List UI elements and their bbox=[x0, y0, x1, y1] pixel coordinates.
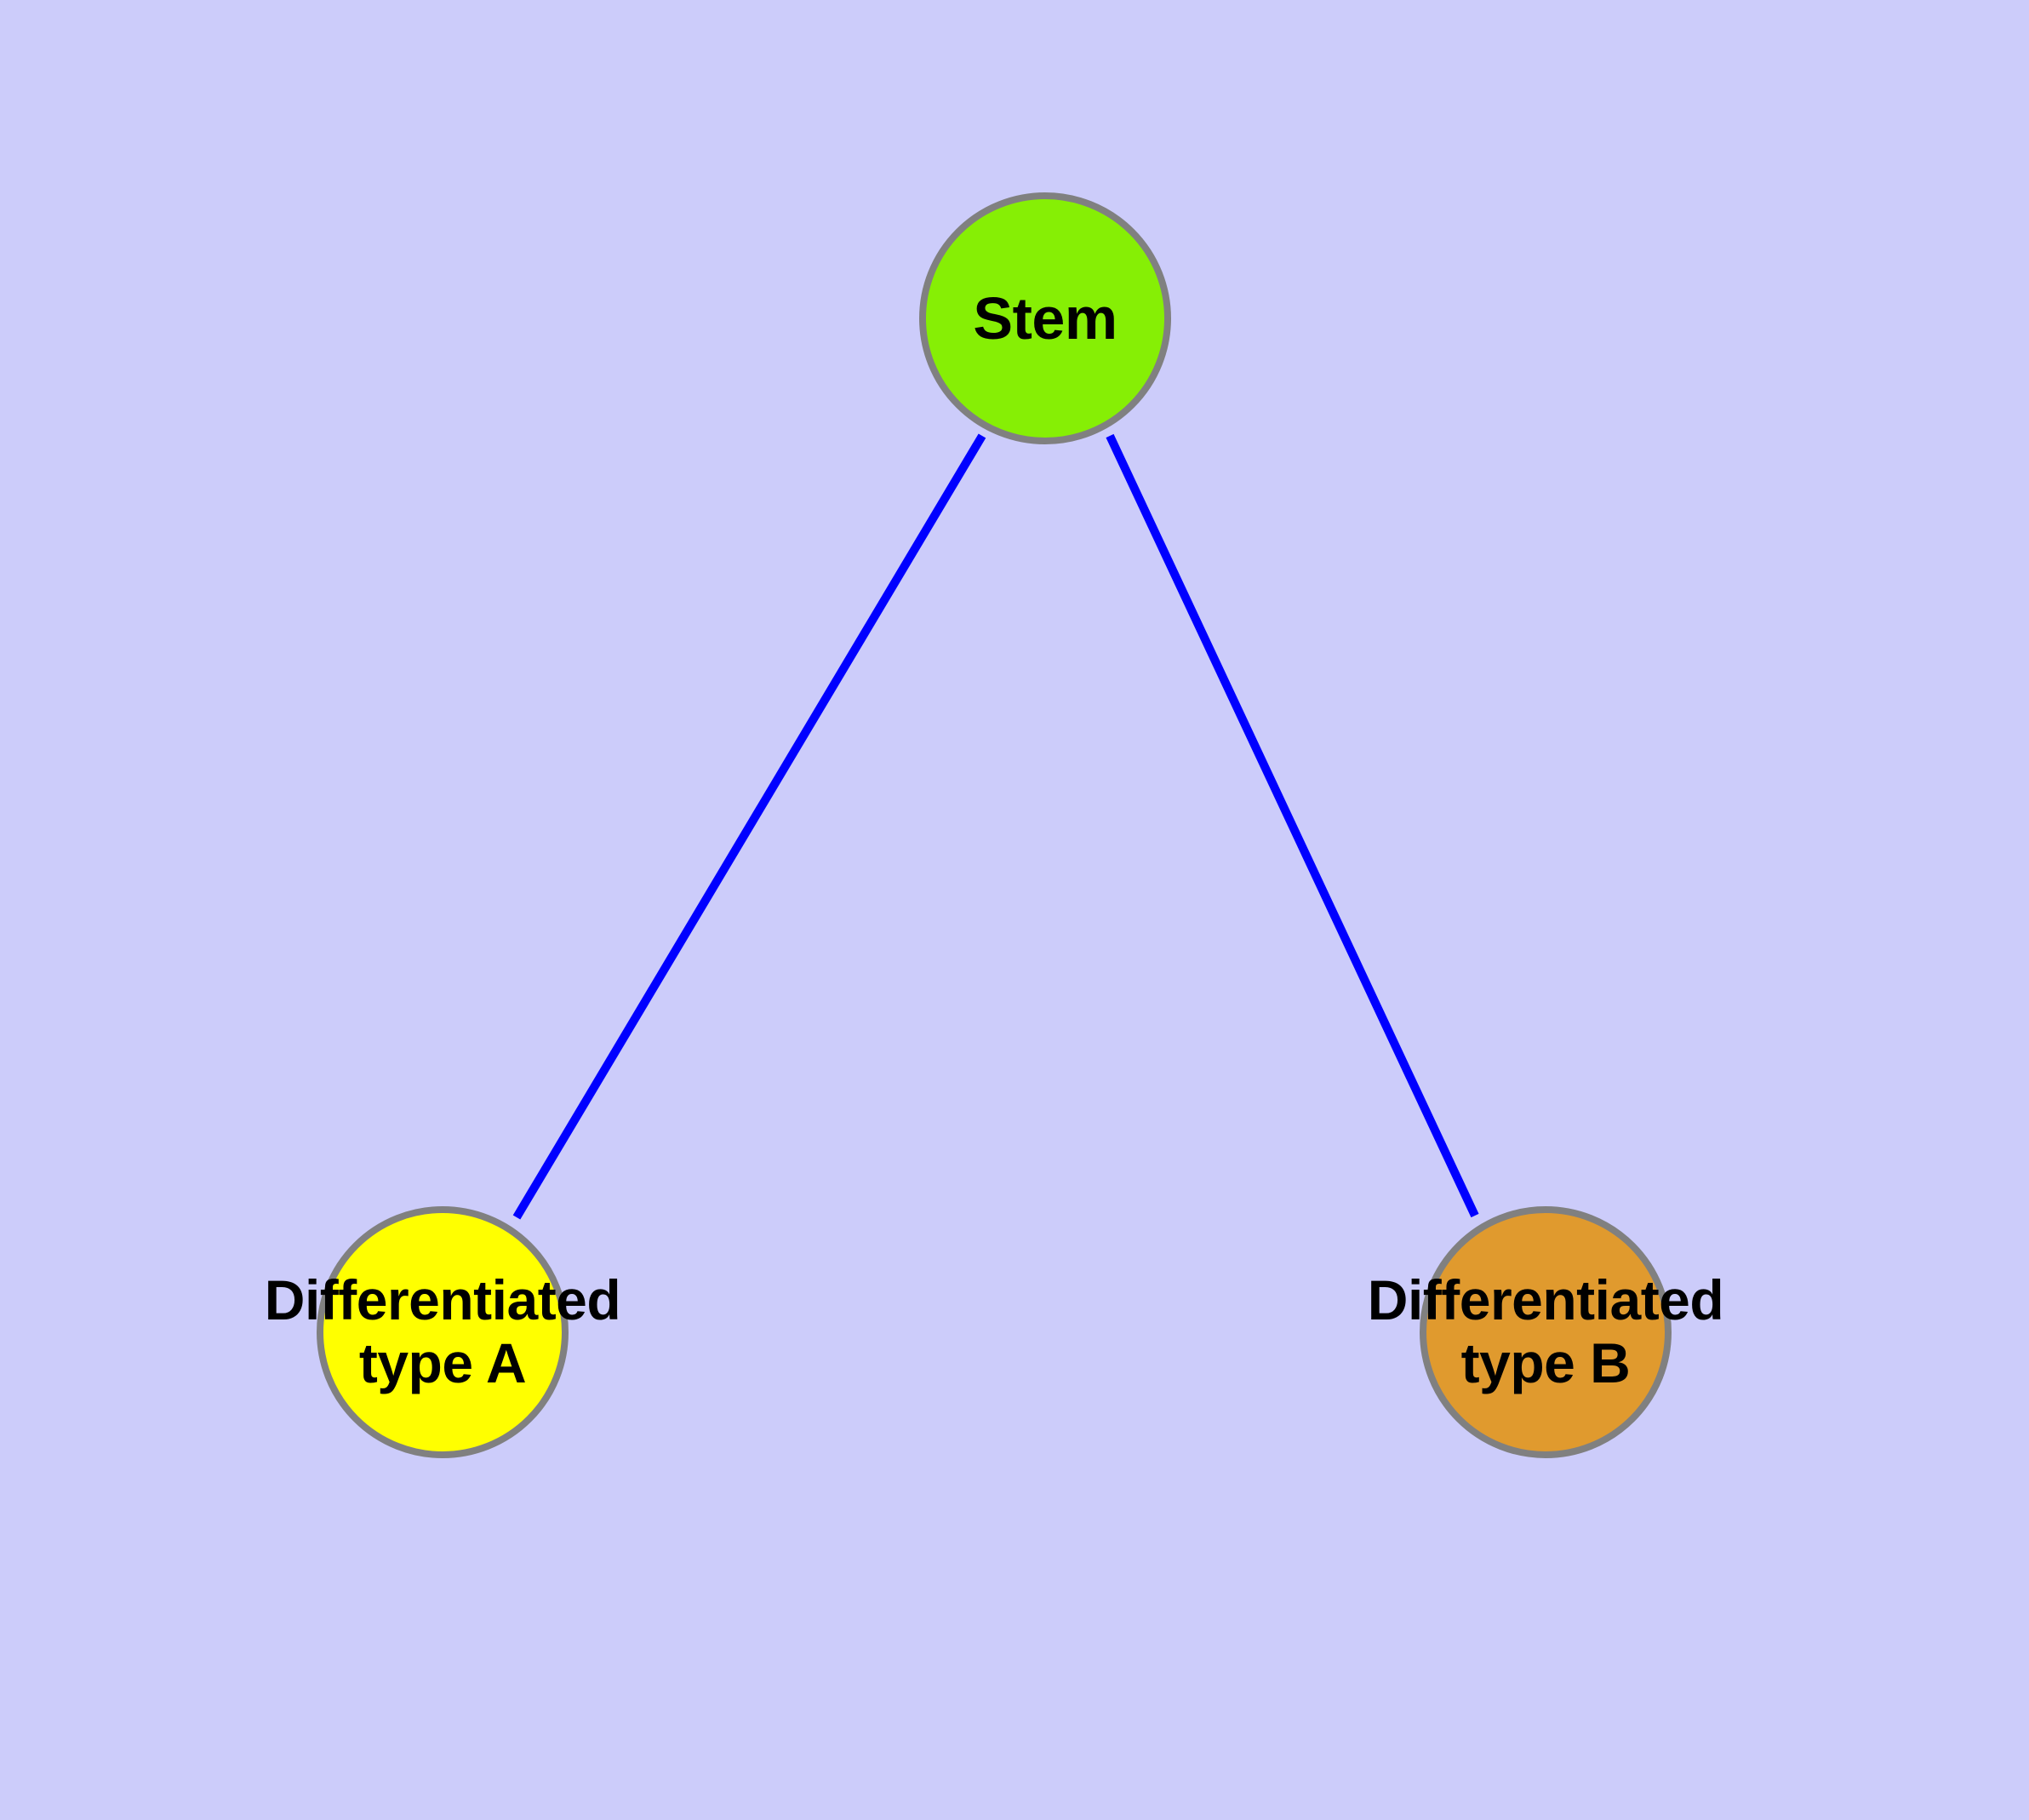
node-differentiated-type-a[interactable] bbox=[317, 1206, 569, 1458]
node-differentiated-type-b[interactable] bbox=[1420, 1206, 1672, 1458]
edge-stem-to-differentiated-type-b bbox=[1106, 433, 1479, 1218]
node-stem[interactable] bbox=[919, 192, 1171, 444]
edge-stem-to-differentiated-type-a bbox=[512, 433, 986, 1220]
